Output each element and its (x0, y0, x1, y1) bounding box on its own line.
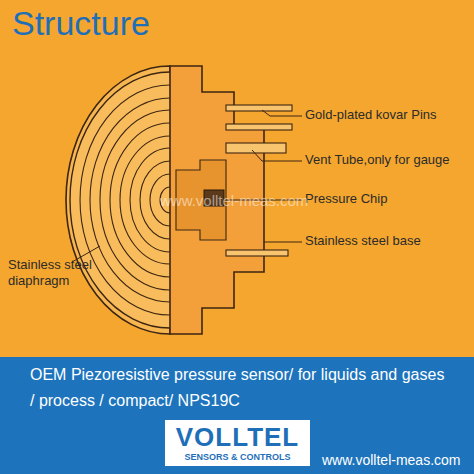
caption-band (0, 357, 474, 474)
vent-tube (226, 143, 286, 153)
part-label: Vent Tube,only for gauge (305, 152, 450, 168)
diaphragm-rim (66, 66, 170, 334)
logo-box: VOLLTELSENSORS & CONTROLS (165, 420, 310, 466)
part-label: Pressure Chip (305, 191, 387, 207)
kovar-pin (226, 124, 292, 130)
logo-tagline: SENSORS & CONTROLS (165, 451, 310, 463)
logo-wordmark: VOLLTEL (165, 423, 310, 451)
leader-line (264, 242, 302, 243)
kovar-pin (226, 250, 288, 256)
corrugation-arc (90, 98, 170, 302)
part-label: Stainless steel base (305, 233, 421, 249)
website-url: www.volltel-meas.com (322, 452, 460, 470)
leader-lines (72, 110, 302, 262)
watermark: www.volltel-meas.com (160, 192, 308, 211)
part-label: Stainless steel diaphragm (8, 257, 104, 290)
pins (226, 105, 292, 256)
diaphragm-face (70, 72, 170, 328)
corrugation-arc (80, 85, 170, 315)
diaphragm-corrugation (80, 85, 170, 315)
leader-line (262, 110, 302, 116)
part-label: Gold-plated kovar Pins (305, 107, 437, 123)
kovar-pin (226, 105, 292, 111)
caption: OEM Piezoresistive pressure sensor/ for … (30, 362, 449, 414)
leader-line (252, 150, 302, 161)
corrugation-arc (100, 110, 170, 290)
diagram-title: Structure (12, 4, 150, 43)
